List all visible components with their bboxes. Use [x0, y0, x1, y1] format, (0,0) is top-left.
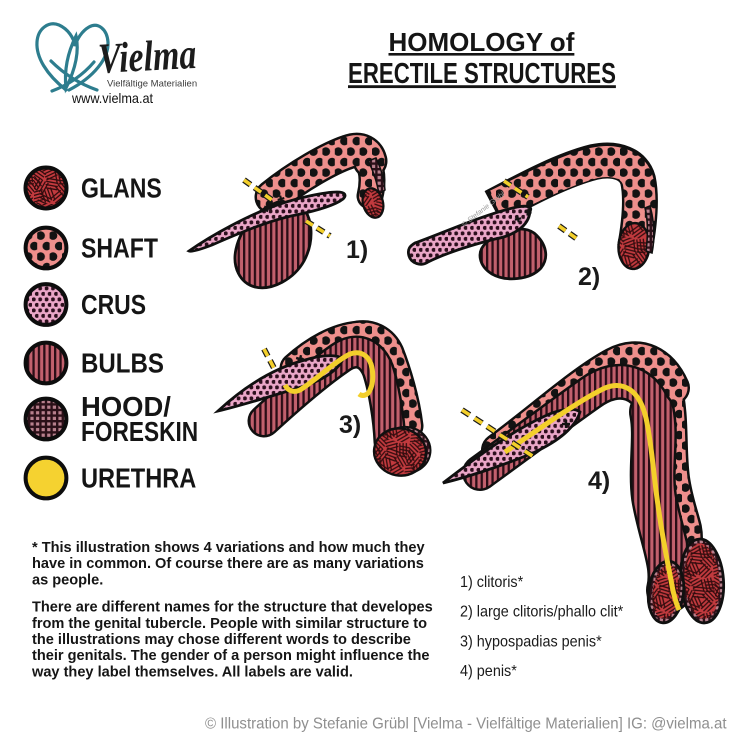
svg-text:ERECTILE STRUCTURES: ERECTILE STRUCTURES [348, 58, 616, 89]
svg-text:have in common. Of course ther: have in common. Of course there are as m… [32, 556, 424, 572]
svg-text:HOMOLOGY of: HOMOLOGY of [389, 27, 575, 57]
svg-text:from the genital tubercle. Peo: from the genital tubercle. People with s… [32, 616, 427, 632]
svg-text:4): 4) [588, 467, 610, 495]
svg-text:3): 3) [339, 411, 361, 439]
svg-text:www.vielma.at: www.vielma.at [71, 91, 153, 106]
svg-text:1): 1) [346, 236, 368, 264]
svg-text:SHAFT: SHAFT [81, 234, 158, 265]
svg-text:as people.: as people. [32, 572, 103, 588]
svg-text:Vielfältige Materialien: Vielfältige Materialien [107, 79, 197, 90]
svg-text:the illustrations may chose di: the illustrations may chose different wo… [32, 632, 411, 648]
svg-text:4) penis*: 4) penis* [460, 662, 517, 680]
svg-text:BULBS: BULBS [81, 347, 164, 379]
svg-text:1) clitoris*: 1) clitoris* [460, 573, 523, 591]
svg-text:HOOD/: HOOD/ [81, 391, 171, 422]
svg-text:© Illustration by Stefanie Grü: © Illustration by Stefanie Grübl [Vielma… [205, 715, 727, 732]
svg-text:GLANS: GLANS [81, 174, 162, 205]
svg-text:2): 2) [578, 263, 600, 291]
svg-text:FORESKIN: FORESKIN [81, 417, 198, 448]
svg-text:CRUS: CRUS [81, 290, 146, 321]
svg-text:their genitals. The gender of: their genitals. The gender of a person m… [32, 648, 429, 664]
svg-text:URETHRA: URETHRA [81, 464, 196, 494]
svg-text:way they label themselves. All: way they label themselves. All labels ar… [31, 664, 353, 680]
svg-text:3) hypospadias penis*: 3) hypospadias penis* [460, 633, 602, 651]
svg-text:Vielma: Vielma [97, 30, 197, 83]
svg-text:* This illustration shows 4 va: * This illustration shows 4 variations a… [32, 540, 425, 556]
svg-text:2) large clitoris/phallo clit*: 2) large clitoris/phallo clit* [460, 603, 623, 621]
svg-text:There are different names for: There are different names for the struct… [32, 599, 433, 615]
